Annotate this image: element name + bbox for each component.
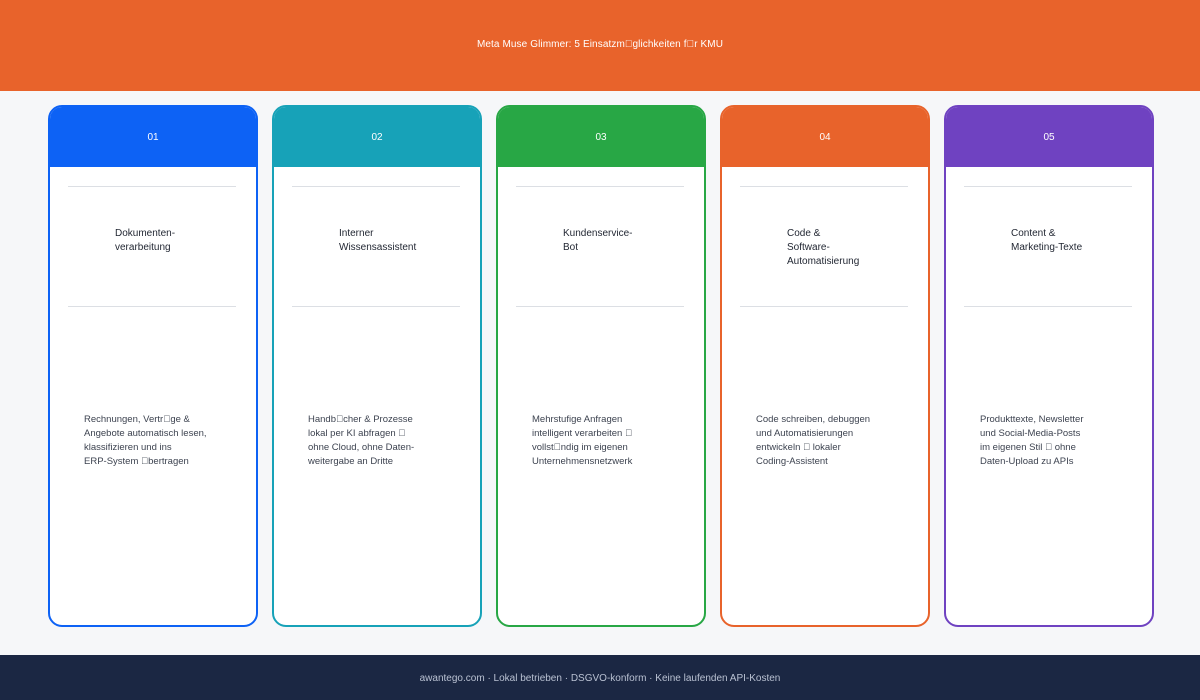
footer-bar: awantego.com · Lokal betrieben · DSGVO-k… (0, 655, 1200, 700)
divider (516, 306, 684, 307)
card-title: Kundenservice- Bot (563, 228, 633, 253)
card-description: Produkttexte, Newsletter und Social-Medi… (980, 414, 1084, 467)
card-title: Interner Wissensassistent (339, 228, 417, 253)
card-number: 01 (147, 131, 159, 143)
card-header-3: 03 (498, 107, 704, 167)
card-title: Dokumenten- verarbeitung (115, 228, 176, 253)
card-header-5: 05 (946, 107, 1152, 167)
divider (516, 186, 684, 187)
card-number: 02 (371, 131, 383, 143)
divider (68, 186, 236, 187)
footer-text: awantego.com · Lokal betrieben · DSGVO-k… (419, 672, 781, 684)
card-header-2: 02 (274, 107, 480, 167)
card-title: Code & Software- Automatisierung (787, 228, 860, 267)
divider (740, 306, 908, 307)
page-title: Meta Muse Glimmer: 5 Einsatzm glichkeite… (476, 39, 724, 50)
use-case-card-2: 02 Interner Wissensassistent Handb cher … (272, 105, 482, 627)
divider (292, 306, 460, 307)
use-case-card-5: 05 Content & Marketing-Texte Produkttext… (944, 105, 1154, 627)
header-banner: Meta Muse Glimmer: 5 Einsatzm glichkeite… (0, 0, 1200, 91)
use-case-card-4: 04 Code & Software- Automatisierung Code… (720, 105, 930, 627)
card-header-1: 01 (50, 107, 256, 167)
card-number: 03 (595, 131, 607, 143)
card-header-4: 04 (722, 107, 928, 167)
card-description: Rechnungen, Vertr ge & Angebote automati… (84, 414, 207, 467)
card-description: Handb cher & Prozesse lokal per KI abfra… (308, 414, 415, 467)
divider (68, 306, 236, 307)
divider (964, 186, 1132, 187)
card-title: Content & Marketing-Texte (1011, 228, 1083, 253)
divider (292, 186, 460, 187)
use-case-card-1: 01 Dokumenten- verarbeitung Rechnungen, … (48, 105, 258, 627)
divider (740, 186, 908, 187)
use-case-card-3: 03 Kundenservice- Bot Mehrstufige Anfrag… (496, 105, 706, 627)
card-description: Mehrstufige Anfragen intelligent verarbe… (532, 414, 633, 467)
card-description: Code schreiben, debuggen und Automatisie… (756, 414, 871, 467)
card-number: 05 (1043, 131, 1055, 143)
card-number: 04 (819, 131, 831, 143)
divider (964, 306, 1132, 307)
